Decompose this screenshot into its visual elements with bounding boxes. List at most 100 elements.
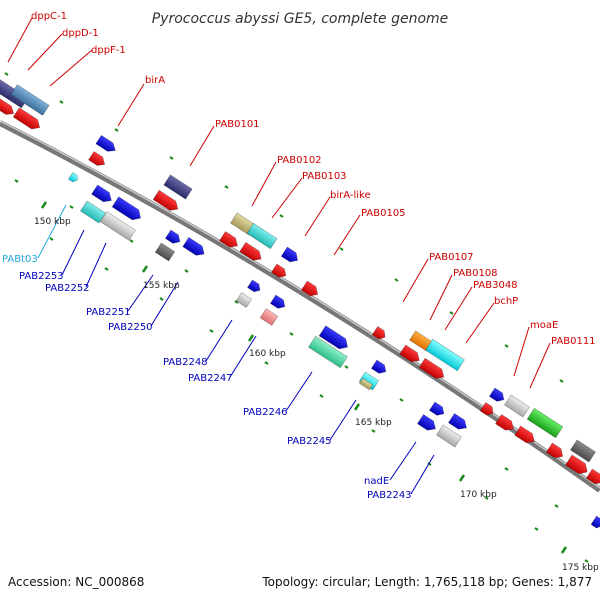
feature-PAB0101[interactable] <box>163 174 193 200</box>
feature-PAB2248[interactable] <box>259 308 279 326</box>
gene-label-PAB2243[interactable]: PAB2243 <box>367 490 412 501</box>
feature-PAB2250[interactable] <box>235 292 253 308</box>
feature-PAB2250-b[interactable] <box>269 294 287 311</box>
feature-PAB0111-c[interactable] <box>545 442 565 461</box>
gene-label-bchP[interactable]: bchP <box>494 296 518 307</box>
feature-PAB2252[interactable] <box>100 211 136 241</box>
label-leader-line <box>271 177 303 219</box>
tick-label-155kbp: 155 kbp <box>143 281 180 291</box>
tick-dash <box>554 504 559 508</box>
feature-birA[interactable] <box>88 151 108 168</box>
label-leader-line <box>27 33 63 71</box>
feature-PABt03[interactable] <box>68 172 79 183</box>
tick-dash <box>4 72 9 76</box>
feature-moaE[interactable] <box>504 394 530 418</box>
gene-label-PAB2245[interactable]: PAB2245 <box>287 436 332 447</box>
gene-label-dppD-1[interactable]: dppD-1 <box>62 28 99 39</box>
feature-right-1[interactable] <box>570 439 596 463</box>
feature-moaE-a[interactable] <box>488 387 506 404</box>
feature-moaE-c[interactable] <box>495 414 516 433</box>
feature-PAB0102[interactable] <box>230 212 256 236</box>
feature-PAB0101-b[interactable] <box>152 189 181 213</box>
label-leader-line <box>465 302 495 344</box>
tick-dash <box>427 462 432 466</box>
label-leader-line <box>229 335 257 378</box>
gene-label-PAB2253[interactable]: PAB2253 <box>19 271 64 282</box>
gene-label-PAB0101[interactable]: PAB0101 <box>215 119 260 130</box>
tick-dash <box>114 128 119 132</box>
feature-PAB2253[interactable] <box>91 184 115 205</box>
gene-label-PAB3048[interactable]: PAB3048 <box>473 280 518 291</box>
feature-PAB2246-a[interactable] <box>370 359 388 376</box>
gene-label-nadE[interactable]: nadE <box>364 476 389 487</box>
feature-PAB2250-a[interactable] <box>247 279 263 294</box>
feature-dppF-1-a[interactable] <box>0 93 16 118</box>
major-tick <box>560 546 568 554</box>
feature-nadE-a[interactable] <box>428 401 446 418</box>
feature-PAB2251[interactable] <box>154 242 176 262</box>
tick-label-160kbp: 160 kbp <box>249 349 286 359</box>
tick-dash <box>319 394 324 398</box>
gene-label-PAB0105[interactable]: PAB0105 <box>361 208 406 219</box>
tick-dash <box>59 100 64 104</box>
gene-label-PAB0103[interactable]: PAB0103 <box>302 171 347 182</box>
gene-label-birA[interactable]: birA <box>145 75 165 86</box>
feature-PAB2246[interactable] <box>358 371 380 391</box>
feature-birA-like[interactable] <box>239 241 264 263</box>
feature-moaE-b[interactable] <box>479 402 496 418</box>
gene-label-PAB0107[interactable]: PAB0107 <box>429 252 474 263</box>
gene-label-PAB2248[interactable]: PAB2248 <box>163 357 208 368</box>
feature-PAB0103[interactable] <box>246 222 278 250</box>
label-leader-line <box>251 161 277 207</box>
feature-PAB2247[interactable] <box>308 335 348 369</box>
feature-PAB3048[interactable] <box>399 344 423 365</box>
feature-PAB2251-b[interactable] <box>182 236 207 258</box>
label-leader-line <box>127 274 154 312</box>
feature-PAB0105[interactable] <box>300 280 320 299</box>
feature-PAB0108[interactable] <box>425 338 465 372</box>
feature-bchP[interactable] <box>418 357 447 381</box>
feature-PAB0107-b[interactable] <box>371 326 388 342</box>
gene-label-moaE[interactable]: moaE <box>530 320 558 331</box>
feature-PAB2251-a[interactable] <box>164 229 182 246</box>
feature-PAB0111[interactable] <box>526 407 564 439</box>
gene-label-dppF-1[interactable]: dppF-1 <box>91 45 126 56</box>
gene-label-PAB2252[interactable]: PAB2252 <box>45 283 90 294</box>
feature-PAB0105-b[interactable] <box>280 246 300 265</box>
feature-PAB0107[interactable] <box>409 330 433 352</box>
feature-birA-a[interactable] <box>12 107 42 132</box>
gene-label-PAB0102[interactable]: PAB0102 <box>277 155 322 166</box>
accession-text: Accession: NC_000868 <box>8 575 144 589</box>
gene-label-birA-like[interactable]: birA-like <box>330 190 371 201</box>
feature-right-2[interactable] <box>565 454 591 477</box>
feature-PAB0111-b[interactable] <box>514 425 538 446</box>
feature-PAB2243[interactable] <box>436 424 462 448</box>
gene-label-PAB2250[interactable]: PAB2250 <box>108 322 153 333</box>
feature-PAB2252-a[interactable] <box>80 200 106 224</box>
feature-dppD-1[interactable] <box>10 84 50 116</box>
gene-label-PAB2247[interactable]: PAB2247 <box>188 373 233 384</box>
tick-label-170kbp: 170 kbp <box>460 490 497 500</box>
gene-label-PAB0111[interactable]: PAB0111 <box>551 336 596 347</box>
feature-PAB2247-a[interactable] <box>318 325 351 352</box>
feature-reverse-blue[interactable] <box>95 134 118 154</box>
feature-right-4[interactable] <box>590 515 600 530</box>
feature-PAB2245[interactable] <box>358 377 374 391</box>
gene-label-PAB2251[interactable]: PAB2251 <box>86 307 131 318</box>
feature-PAB2253-b[interactable] <box>111 196 144 223</box>
feature-PAB0105-c[interactable] <box>270 263 288 280</box>
tick-label-165kbp: 165 kbp <box>355 418 392 428</box>
gene-label-PABt03[interactable]: PABt03 <box>2 254 38 265</box>
tick-dash <box>504 467 509 471</box>
label-leader-line <box>389 441 417 481</box>
major-tick <box>247 334 255 342</box>
major-tick <box>458 474 466 482</box>
feature-nadE-b[interactable] <box>448 413 469 432</box>
feature-nadE[interactable] <box>417 414 438 433</box>
gene-label-PAB0108[interactable]: PAB0108 <box>453 268 498 279</box>
major-tick <box>40 201 48 209</box>
gene-label-PAB2246[interactable]: PAB2246 <box>243 407 288 418</box>
label-leader-line <box>189 125 215 167</box>
gene-label-dppC-1[interactable]: dppC-1 <box>31 11 67 22</box>
feature-PAB0103-b[interactable] <box>219 231 240 250</box>
